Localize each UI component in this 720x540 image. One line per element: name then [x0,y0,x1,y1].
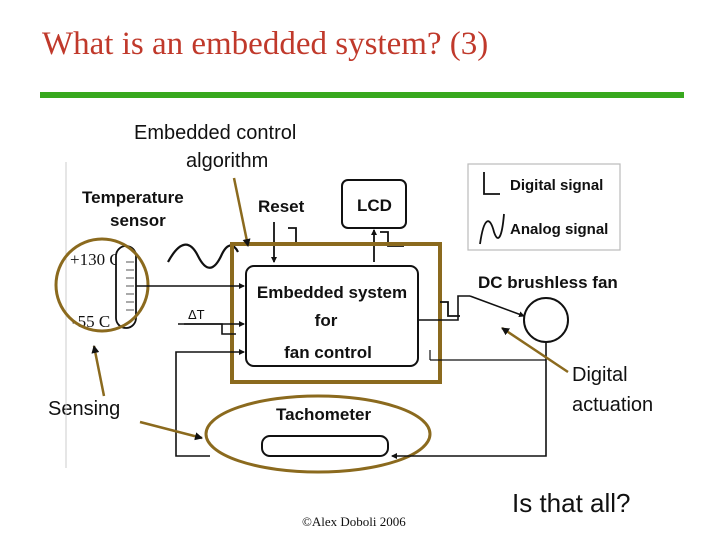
closing-question: Is that all? [512,488,631,518]
delta-t-label: ΔT [188,307,205,322]
temp-sensor-label-line1: Temperature [82,188,184,207]
tachometer-highlight-ellipse [204,394,432,474]
embedded-system-box [245,265,419,367]
fan-label: DC brushless fan [478,273,618,292]
actuation-pointer-arrow [501,326,569,374]
embedded-system-label-line1: Embedded system [257,283,407,302]
fan-icon [523,297,569,343]
temp-sensor-label-line2: sensor [110,211,166,230]
tachometer-label: Tachometer [276,405,371,424]
fan-to-tachometer-line [391,342,547,459]
title-underline [40,92,684,98]
legend-analog-label: Analog signal [510,221,608,238]
temp-high-label: +130 C [70,250,121,269]
algorithm-pointer-arrow [232,177,251,247]
annotation-actuation-line2: actuation [572,394,654,416]
thermometer-icon [115,245,137,329]
annotation-actuation-line1: Digital [572,364,628,386]
fan-drive-line [418,295,470,321]
sensing-pointer-arrow-right [139,420,203,441]
feedback-loop-line [175,349,245,457]
signal-legend-box [467,163,621,251]
delta-t-signal [178,323,236,335]
temp-low-label: -55 C [72,312,110,331]
reset-label: Reset [258,197,305,216]
lcd-label: LCD [357,196,392,215]
slide-title: What is an embedded system? (3) [42,26,489,62]
annotation-algorithm-line2: algorithm [186,150,269,172]
digital-signal-icon [483,172,500,195]
embedded-system-label-line2: for [315,311,338,330]
fan-arrow [469,295,525,318]
analog-signal-wave [167,243,239,269]
embedded-system-highlight [230,242,442,384]
sensing-highlight-circle [54,237,150,333]
lcd-box [341,179,407,229]
sensing-pointer-arrow-up [91,345,106,397]
analog-signal-icon [479,213,505,245]
tachometer-box [261,435,389,457]
fan-digital-signal [440,301,460,317]
reset-digital-signal [288,227,312,245]
embedded-system-label-line3: fan control [284,343,372,362]
slide-footer: ©Alex Doboli 2006 [302,514,406,529]
legend-digital-label: Digital signal [510,177,603,194]
annotation-algorithm-line1: Embedded control [134,122,297,144]
